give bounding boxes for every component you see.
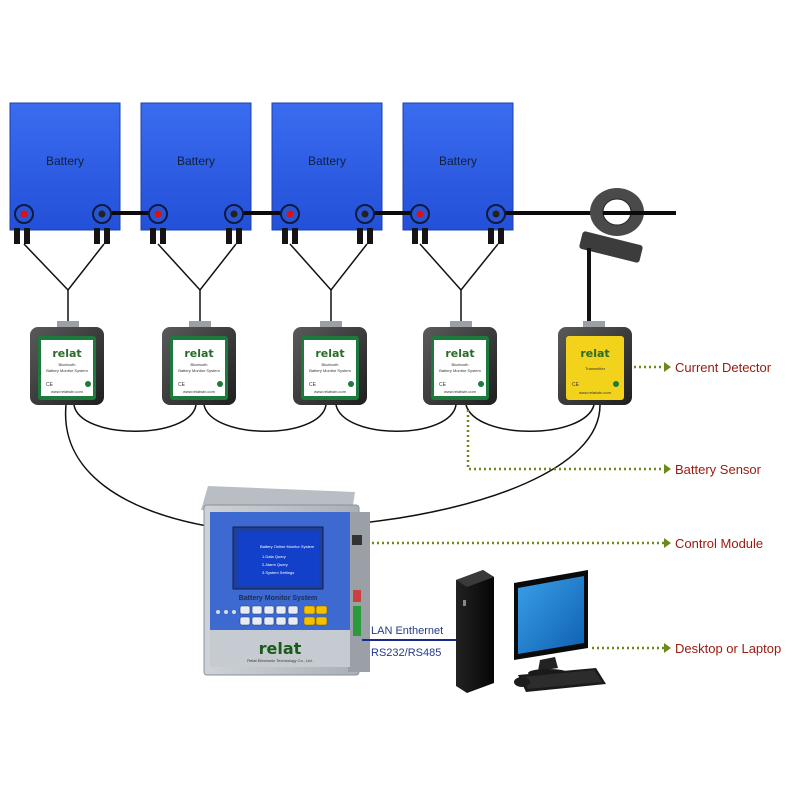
svg-text:CE: CE — [439, 382, 447, 388]
svg-text:1.Data Query: 1.Data Query — [262, 554, 286, 559]
brand-logo: relat — [315, 347, 344, 360]
brand-logo: relat — [445, 347, 474, 360]
svg-text:www.relatwin.com: www.relatwin.com — [183, 389, 216, 394]
svg-text:www.relatwin.com: www.relatwin.com — [314, 389, 347, 394]
panel-title: Battery Monitor System — [239, 595, 318, 602]
battery-label: Battery — [177, 154, 215, 168]
svg-text:3.System Settings: 3.System Settings — [262, 570, 294, 575]
svg-text:Battery Online Monitor System: Battery Online Monitor System — [260, 544, 315, 549]
brand-logo: relat — [259, 639, 302, 658]
callout-current-detector: Current Detector — [634, 360, 772, 375]
svg-text:Bluetooth: Bluetooth — [59, 362, 76, 367]
hall-current-sensor — [579, 188, 676, 263]
lan-label: LAN Enthernet — [371, 625, 443, 637]
svg-text:Bluetooth: Bluetooth — [191, 362, 208, 367]
svg-text:CE: CE — [46, 382, 54, 388]
callout-desktop-label: Desktop or Laptop — [675, 641, 781, 656]
brand-logo: relat — [184, 347, 213, 360]
svg-text:Battery Monitor System: Battery Monitor System — [46, 368, 88, 373]
battery-label: Battery — [46, 154, 84, 168]
terminal-clips — [14, 228, 504, 244]
battery-sensor-1: relat Bluetooth Battery Monitor System C… — [30, 321, 104, 405]
desktop-computer — [456, 570, 606, 693]
callout-control-module-label: Control Module — [675, 536, 763, 551]
svg-text:www.relatwin.com: www.relatwin.com — [444, 389, 477, 394]
battery-label: Battery — [308, 154, 346, 168]
brand-logo: relat — [52, 347, 81, 360]
svg-text:Battery Monitor System: Battery Monitor System — [178, 368, 220, 373]
svg-text:CE: CE — [178, 382, 186, 388]
svg-text:Battery Monitor System: Battery Monitor System — [439, 368, 481, 373]
callout-desktop: Desktop or Laptop — [592, 641, 781, 656]
sensor-chain-cables — [64, 404, 601, 531]
svg-text:Bluetooth: Bluetooth — [322, 362, 339, 367]
control-module: Battery Online Monitor System 1.Data Que… — [201, 486, 370, 676]
sense-wires — [23, 243, 499, 322]
svg-text:CE: CE — [572, 382, 580, 388]
callout-current-detector-label: Current Detector — [675, 360, 772, 375]
svg-text:Relat Electronic Technology Co: Relat Electronic Technology Co., Ltd. — [247, 658, 313, 663]
svg-text:2.Alarm Query: 2.Alarm Query — [262, 562, 288, 567]
svg-text:www.relatwin.com: www.relatwin.com — [51, 389, 84, 394]
svg-text:CE: CE — [309, 382, 317, 388]
callout-battery-sensor: Battery Sensor — [466, 410, 762, 477]
svg-text:Bluetooth: Bluetooth — [452, 362, 469, 367]
battery-sensor-2: relat Bluetooth Battery Monitor System C… — [162, 321, 236, 405]
svg-text:www.relatwin.com: www.relatwin.com — [579, 390, 612, 395]
battery-sensor-4: relat Bluetooth Battery Monitor System C… — [423, 321, 497, 405]
svg-text:Battery Monitor System: Battery Monitor System — [309, 368, 351, 373]
serial-label: RS232/RS485 — [371, 647, 441, 659]
callout-control-module: Control Module — [372, 536, 763, 551]
battery-sensor-3: relat Bluetooth Battery Monitor System C… — [293, 321, 367, 405]
brand-logo: relat — [580, 347, 609, 360]
battery-terminals — [14, 204, 506, 224]
callout-battery-sensor-label: Battery Sensor — [675, 462, 762, 477]
current-detector-box: relat Transmitter CE www.relatwin.com — [558, 321, 632, 405]
battery-label: Battery — [439, 154, 477, 168]
svg-text:Transmitter: Transmitter — [585, 366, 606, 371]
